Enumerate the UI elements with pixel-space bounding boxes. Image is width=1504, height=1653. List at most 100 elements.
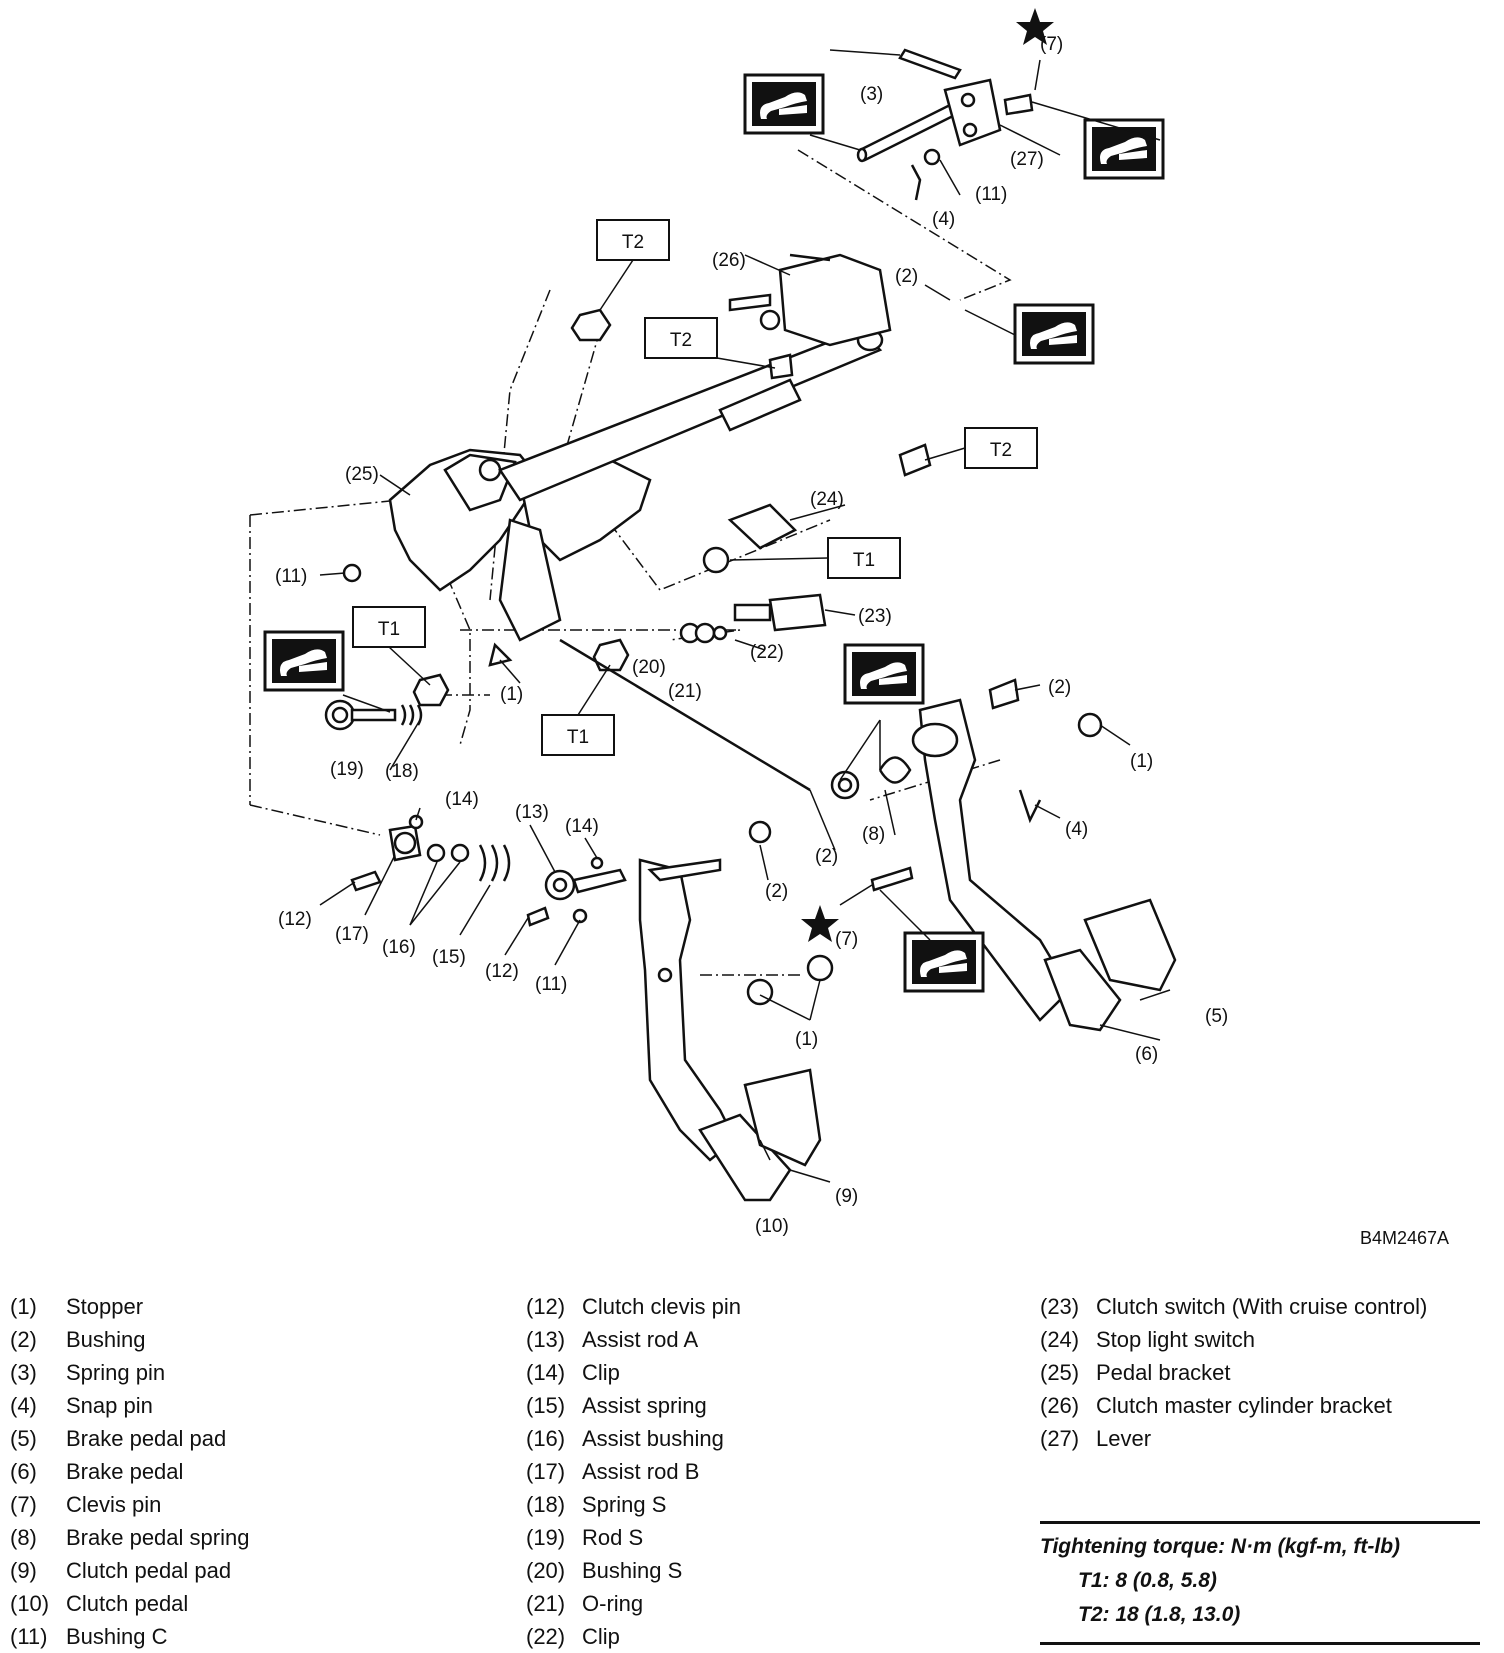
- star-icon: [801, 905, 839, 942]
- callout-7: (7): [835, 929, 858, 950]
- legend-item: (3)Spring pin: [10, 1356, 490, 1389]
- legend-item: (18) Spring S: [526, 1488, 1006, 1521]
- legend-item: (13)Assist rod A: [526, 1323, 1006, 1356]
- torque-boxes: T2 T2 T2 T1 T1 T1: [352, 219, 1038, 756]
- legend-item: (17)Assist rod B: [526, 1455, 1006, 1488]
- legend-item-number: (22): [526, 1624, 566, 1649]
- tightening-torque-box: Tightening torque: N·m (kgf-m, ft-lb) T1…: [1040, 1521, 1480, 1645]
- torque-box-label: T2: [990, 440, 1012, 461]
- callout-12: (12): [278, 909, 312, 930]
- legend-item-name: Clutch clevis pin: [582, 1294, 741, 1319]
- legend-item-number: (6): [10, 1459, 37, 1484]
- callout-1: (1): [500, 684, 523, 705]
- legend-item-number: (20): [526, 1558, 566, 1583]
- legend-item: (8)Brake pedal spring: [10, 1521, 490, 1554]
- legend-item-number: (10): [10, 1591, 50, 1616]
- legend-item-number: (2): [10, 1327, 37, 1352]
- grease-icon: [743, 73, 825, 135]
- legend-item: (7)Clevis pin: [10, 1488, 490, 1521]
- legend-item-number: (25): [1040, 1360, 1080, 1385]
- callout-14: (14): [445, 789, 479, 810]
- legend-item-number: (23): [1040, 1294, 1080, 1319]
- callout-4: (4): [932, 209, 955, 230]
- callout-20: (20): [632, 657, 666, 678]
- legend-item-number: (4): [10, 1393, 37, 1418]
- clutch-master-cylinder-bracket: [728, 253, 892, 347]
- legend-item-name: Assist bushing: [582, 1426, 724, 1451]
- legend-item: (11)Bushing C: [10, 1620, 490, 1653]
- grease-icon: [1013, 303, 1095, 365]
- legend-item: (22)Clip: [526, 1620, 1006, 1653]
- callout-16: (16): [382, 937, 416, 958]
- fasteners: [342, 308, 932, 707]
- legend-item-name: Clutch switch (With cruise control): [1096, 1294, 1428, 1319]
- callout-19: (19): [330, 759, 364, 780]
- legend-item-number: (16): [526, 1426, 566, 1451]
- callout-2: (2): [815, 846, 838, 867]
- callout-10: (10): [755, 1216, 789, 1237]
- legend-item-number: (15): [526, 1393, 566, 1418]
- legend-item: (19)Rod S: [526, 1521, 1006, 1554]
- callouts: (7) (3) (27) (11) (4) (26) (2) (25) (24)…: [275, 34, 1228, 1237]
- legend-item: (6) Brake pedal: [10, 1455, 490, 1488]
- callout-2: (2): [1048, 677, 1071, 698]
- legend-item-name: Bushing C: [66, 1624, 168, 1649]
- grease-icon: [903, 931, 985, 993]
- legend-item: (16) Assist bushing: [526, 1422, 1006, 1455]
- torque-box-label: T2: [622, 232, 644, 253]
- legend-item: (20) Bushing S: [526, 1554, 1006, 1587]
- callout-11: (11): [275, 566, 307, 587]
- rod-s-spring-s: [324, 638, 811, 792]
- legend-item-name: Bushing: [66, 1327, 146, 1352]
- legend-item-number: (27): [1040, 1426, 1080, 1451]
- legend-item: (24)Stop light switch: [1040, 1323, 1480, 1356]
- legend-item-name: Clutch master cylinder bracket: [1096, 1393, 1392, 1418]
- callout-18: (18): [385, 761, 419, 782]
- legend-item-name: Clip: [582, 1360, 620, 1385]
- legend-item-name: O-ring: [582, 1591, 644, 1616]
- legend-item-name: Lever: [1096, 1426, 1152, 1451]
- legend-item-name: Clutch pedal: [66, 1591, 189, 1616]
- legend-item-name: Bushing S: [582, 1558, 683, 1583]
- legend-item-name: Spring S: [582, 1492, 667, 1517]
- legend-item: (15) Assist spring: [526, 1389, 1006, 1422]
- legend-item-name: Clevis pin: [66, 1492, 162, 1517]
- callout-26: (26): [712, 250, 746, 271]
- legend-item-name: Pedal bracket: [1096, 1360, 1231, 1385]
- callout-11: (11): [975, 184, 1007, 205]
- legend-item-number: (19): [526, 1525, 566, 1550]
- lever-assembly: [856, 48, 1034, 201]
- legend-item: (5)Brake pedal pad: [10, 1422, 490, 1455]
- figure-code: B4M2467A: [1360, 1228, 1450, 1248]
- torque-box-label: T2: [670, 330, 692, 351]
- legend-item: (2) Bushing: [10, 1323, 490, 1356]
- callout-3: (3): [860, 84, 883, 105]
- legend-item-name: Stop light switch: [1096, 1327, 1255, 1352]
- callout-22: (22): [750, 642, 784, 663]
- callout-15: (15): [432, 947, 466, 968]
- callout-9: (9): [835, 1186, 858, 1207]
- torque-heading: Tightening torque: N·m (kgf-m, ft-lb): [1040, 1535, 1401, 1558]
- callout-2: (2): [765, 881, 788, 902]
- legend-item-number: (1): [10, 1294, 37, 1319]
- legend-item: (12) Clutch clevis pin: [526, 1290, 1006, 1323]
- legend-item: (21) O-ring: [526, 1587, 1006, 1620]
- legend-item-name: Brake pedal: [66, 1459, 184, 1484]
- legend-item-number: (8): [10, 1525, 37, 1550]
- legend-item-name: Assist rod A: [582, 1327, 699, 1352]
- legend-item-name: Assist spring: [582, 1393, 707, 1418]
- legend-item-number: (18): [526, 1492, 566, 1517]
- torque-t1: T1: 8 (0.8, 5.8): [1078, 1569, 1217, 1592]
- torque-box-label: T1: [378, 619, 400, 640]
- legend-item-name: Assist rod B: [582, 1459, 700, 1484]
- exploded-view-diagram: T2 T2 T2 T1 T1 T1: [249, 8, 1228, 1237]
- callout-13: (13): [515, 802, 549, 823]
- legend-column-1: (1)Stopper(2)Bushing(3)Spring pin(4)Snap…: [10, 1290, 490, 1653]
- callout-21: (21): [668, 681, 702, 702]
- legend-item: (25) Pedal bracket: [1040, 1356, 1480, 1389]
- legend-item-number: (12): [526, 1294, 566, 1319]
- legend-item-number: (14): [526, 1360, 566, 1385]
- callout-25: (25): [345, 464, 379, 485]
- legend-item-number: (21): [526, 1591, 566, 1616]
- legend-item-number: (9): [10, 1558, 37, 1583]
